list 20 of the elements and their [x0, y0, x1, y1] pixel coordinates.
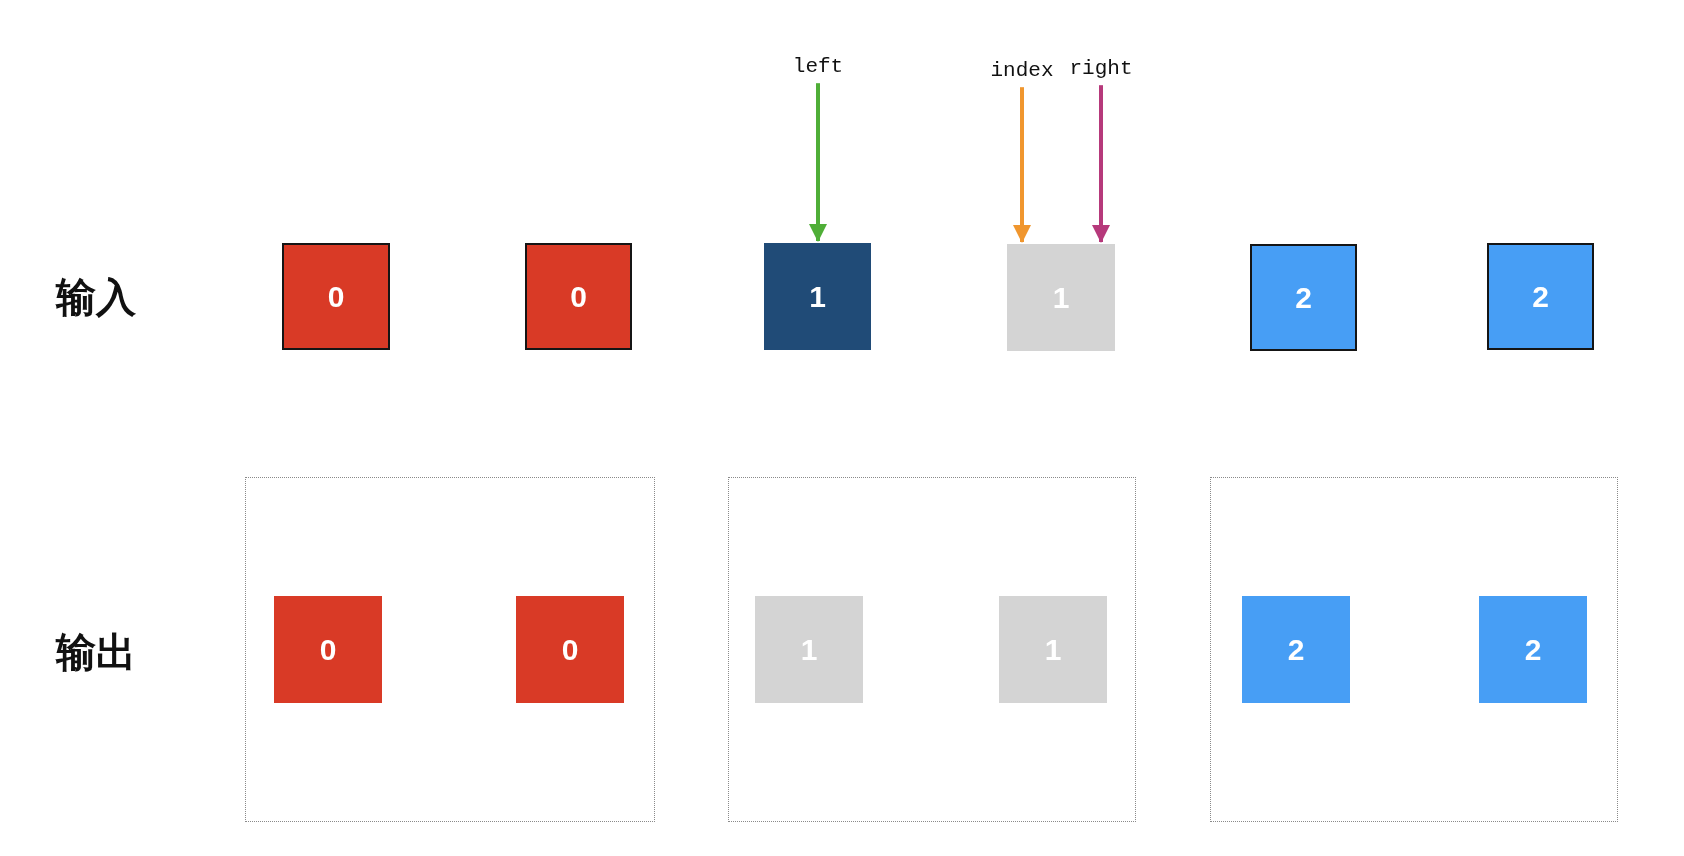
pointer-arrow [809, 83, 827, 242]
number-square: 2 [1479, 596, 1587, 703]
row-label: 输出 [56, 630, 136, 674]
number-square: 2 [1487, 243, 1594, 350]
row-label: 输入 [56, 275, 136, 319]
number-square: 0 [516, 596, 624, 703]
pointer-label: left [792, 54, 844, 80]
group-frame [245, 477, 655, 822]
number-square: 0 [274, 596, 382, 703]
number-square: 2 [1250, 244, 1357, 351]
pointer-label: right [1069, 56, 1133, 82]
number-square: 2 [1242, 596, 1350, 703]
group-frame [728, 477, 1136, 822]
pointer-arrow [1013, 87, 1031, 243]
number-square: 1 [764, 243, 871, 350]
number-square: 0 [282, 243, 390, 350]
number-square: 0 [525, 243, 632, 350]
group-frame [1210, 477, 1618, 822]
pointer-label: index [990, 58, 1054, 84]
pointer-arrow [1092, 85, 1110, 243]
